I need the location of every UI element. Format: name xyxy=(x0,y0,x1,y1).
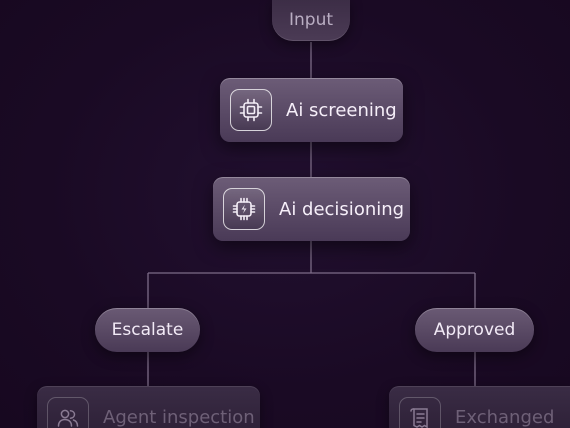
receipt-icon xyxy=(399,397,441,428)
ai-screening-node[interactable]: Ai screening xyxy=(220,78,403,142)
exchanged-label: Exchanged xyxy=(455,407,555,428)
agent-inspection-label: Agent inspection xyxy=(103,407,255,428)
ai-decisioning-label: Ai decisioning xyxy=(279,198,405,220)
chip-icon xyxy=(223,188,265,230)
escalate-label: Escalate xyxy=(111,320,184,340)
exchanged-node[interactable]: Exchanged xyxy=(389,386,570,428)
approved-node[interactable]: Approved xyxy=(415,308,534,352)
input-node[interactable]: Input xyxy=(272,0,350,41)
ai-screening-label: Ai screening xyxy=(286,99,397,121)
input-node-label: Input xyxy=(288,10,334,30)
ai-decisioning-node[interactable]: Ai decisioning xyxy=(213,177,410,241)
chip-icon xyxy=(230,89,272,131)
approved-label: Approved xyxy=(433,320,516,340)
users-icon xyxy=(47,397,89,428)
agent-inspection-node[interactable]: Agent inspection xyxy=(37,386,260,428)
escalate-node[interactable]: Escalate xyxy=(95,308,200,352)
